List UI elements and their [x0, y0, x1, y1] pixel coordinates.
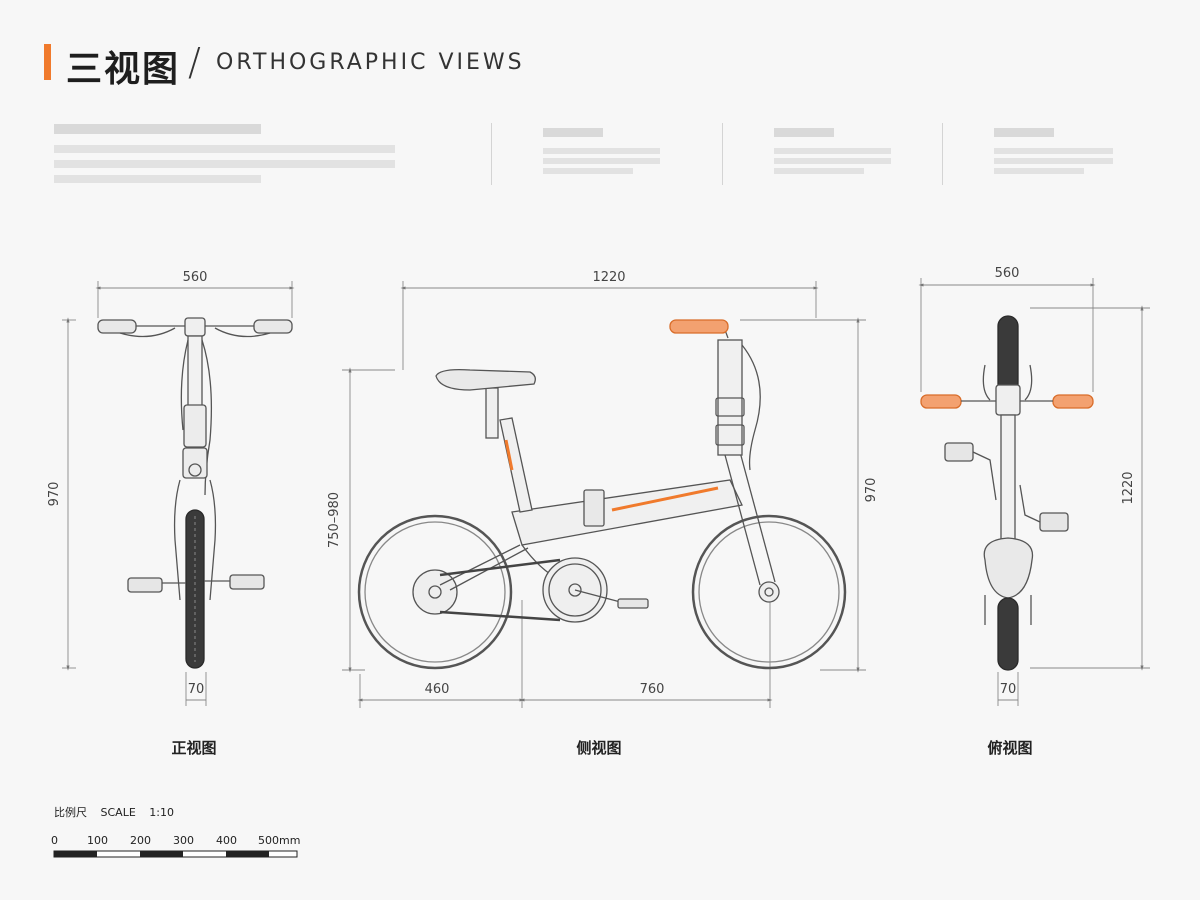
scale-label-cn: 比例尺 — [54, 806, 87, 819]
side-rear-dim: 460 — [425, 682, 450, 697]
scale-bar — [53, 850, 298, 858]
page-title: 三视图 — [66, 49, 181, 90]
top-length-dim: 1220 — [1121, 471, 1136, 504]
scale-tick: 400 — [216, 834, 237, 847]
title-accent-bar — [44, 44, 51, 80]
title-separator: / — [188, 40, 201, 84]
side-seat-height-dim: 750–980 — [327, 492, 342, 548]
divider — [722, 123, 723, 185]
scale-tick: 0 — [51, 834, 58, 847]
scale-title: 比例尺 SCALE 1:10 — [54, 804, 184, 820]
scale-ratio: 1:10 — [149, 806, 174, 819]
side-view-label: 侧视图 — [576, 739, 622, 757]
side-front-dim: 760 — [640, 682, 665, 697]
side-length-dim: 1220 — [592, 270, 625, 285]
scale-tick: 200 — [130, 834, 151, 847]
scale-tick: 500mm — [258, 834, 301, 847]
front-view-label: 正视图 — [171, 739, 217, 757]
top-tire-dim: 70 — [1000, 682, 1017, 697]
top-width-dim: 560 — [995, 266, 1020, 281]
page-subtitle: ORTHOGRAPHIC VIEWS — [216, 50, 525, 75]
scale-tick: 100 — [87, 834, 108, 847]
front-tire-dim: 70 — [188, 682, 205, 697]
side-height-dim: 970 — [864, 478, 879, 503]
divider — [942, 123, 943, 185]
side-view-drawing — [342, 281, 866, 708]
front-width-dim: 560 — [183, 270, 208, 285]
front-view-drawing — [62, 281, 295, 706]
scale-label-en: SCALE — [100, 806, 136, 819]
front-height-dim: 970 — [47, 482, 62, 507]
top-view-label: 俯视图 — [987, 739, 1033, 757]
scale-tick: 300 — [173, 834, 194, 847]
divider — [491, 123, 492, 185]
top-view-drawing — [918, 278, 1150, 706]
